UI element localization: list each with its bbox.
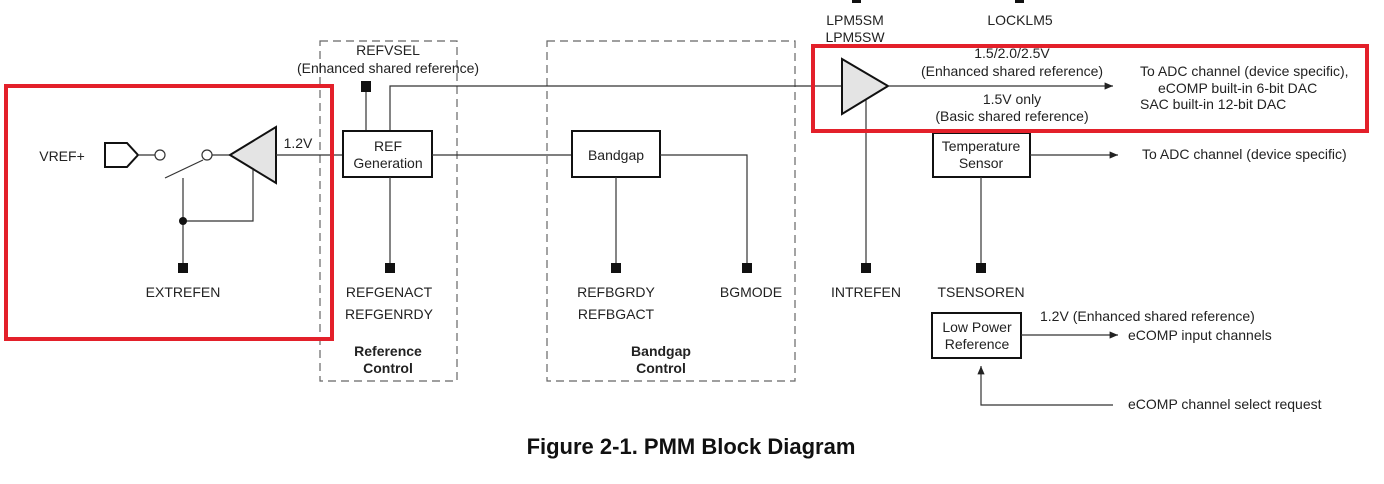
enhanced-note: (Enhanced shared reference) (921, 63, 1103, 79)
low-power-reference-label: Reference (945, 336, 1010, 352)
extrefen-label: EXTREFEN (146, 284, 221, 300)
temp-sensor-destination: To ADC channel (device specific) (1142, 146, 1347, 162)
locklm5-control-square (1015, 0, 1024, 3)
channel-select-request-arrow (977, 366, 1113, 406)
channel-select-request-label: eCOMP channel select request (1128, 396, 1322, 412)
ref-generation-block (342, 130, 433, 178)
low-power-reference-block (931, 312, 1022, 359)
low-power-reference-label: Low Power (942, 319, 1012, 335)
refbg-square (611, 263, 621, 273)
highlight-shared-reference (811, 44, 1369, 133)
junction-dot (179, 217, 187, 225)
switch-icon (164, 159, 204, 179)
lpm5-control-square (852, 0, 861, 3)
lpm5sm-label: LPM5SM (826, 12, 884, 28)
low-power-ref-destination: eCOMP input channels (1128, 327, 1272, 343)
low-power-ref-output-label: 1.2V (Enhanced shared reference) (1040, 308, 1255, 324)
highlight-external-reference (4, 84, 334, 341)
vref-pin-connector-icon (104, 142, 140, 168)
reference-control-region (319, 40, 458, 382)
refbgact-label: REFBGACT (578, 306, 655, 322)
extrefen-square (178, 263, 188, 273)
bgmode-square (742, 263, 752, 273)
vref-label: VREF+ (39, 148, 85, 164)
shared-ref-destination: eCOMP built-in 6-bit DAC (1158, 80, 1317, 96)
intrefen-square (861, 263, 871, 273)
reference-control-title: Reference (354, 343, 422, 359)
basic-note: (Basic shared reference) (935, 108, 1088, 124)
refvsel-square (361, 81, 371, 92)
refgenrdy-label: REFGENRDY (345, 306, 434, 322)
ref-generation-label: REF (374, 138, 402, 154)
refvsel-label: REFVSEL (356, 42, 420, 58)
bgmode-label: BGMODE (720, 284, 782, 300)
refgen-square (385, 263, 395, 273)
shared-ref-destination: SAC built-in 12-bit DAC (1140, 96, 1286, 112)
bandgap-label: Bandgap (588, 147, 644, 163)
basic-voltage-label: 1.5V only (983, 91, 1041, 107)
tsensoren-label: TSENSOREN (937, 284, 1024, 300)
temperature-sensor-label: Temperature (942, 138, 1021, 154)
bandgap-control-title: Control (636, 360, 686, 376)
switch-contact-icon (201, 149, 213, 161)
intrefen-label: INTREFEN (831, 284, 901, 300)
locklm5-label: LOCKLM5 (987, 12, 1053, 28)
refgenact-label: REFGENACT (346, 284, 433, 300)
enhanced-voltage-label: 1.5/2.0/2.5V (974, 45, 1050, 61)
tsensoren-square (976, 263, 986, 273)
refvsel-note: (Enhanced shared reference) (297, 60, 479, 76)
voltage-1-2v-label: 1.2V (284, 135, 313, 151)
bandgap-control-title: Bandgap (631, 343, 691, 359)
bandgap-control-region (546, 40, 796, 382)
shared-reference-amplifier-icon (841, 57, 890, 116)
lpm5sw-label: LPM5SW (825, 29, 885, 45)
refbgrdy-label: REFBGRDY (577, 284, 655, 300)
switch-contact-icon (154, 149, 166, 161)
temperature-sensor-label: Sensor (959, 155, 1004, 171)
ref-generation-label: Generation (353, 155, 422, 171)
figure-caption: Figure 2-1. PMM Block Diagram (527, 434, 856, 459)
shared-ref-destination: To ADC channel (device specific), (1140, 63, 1349, 79)
reference-control-title: Control (363, 360, 413, 376)
